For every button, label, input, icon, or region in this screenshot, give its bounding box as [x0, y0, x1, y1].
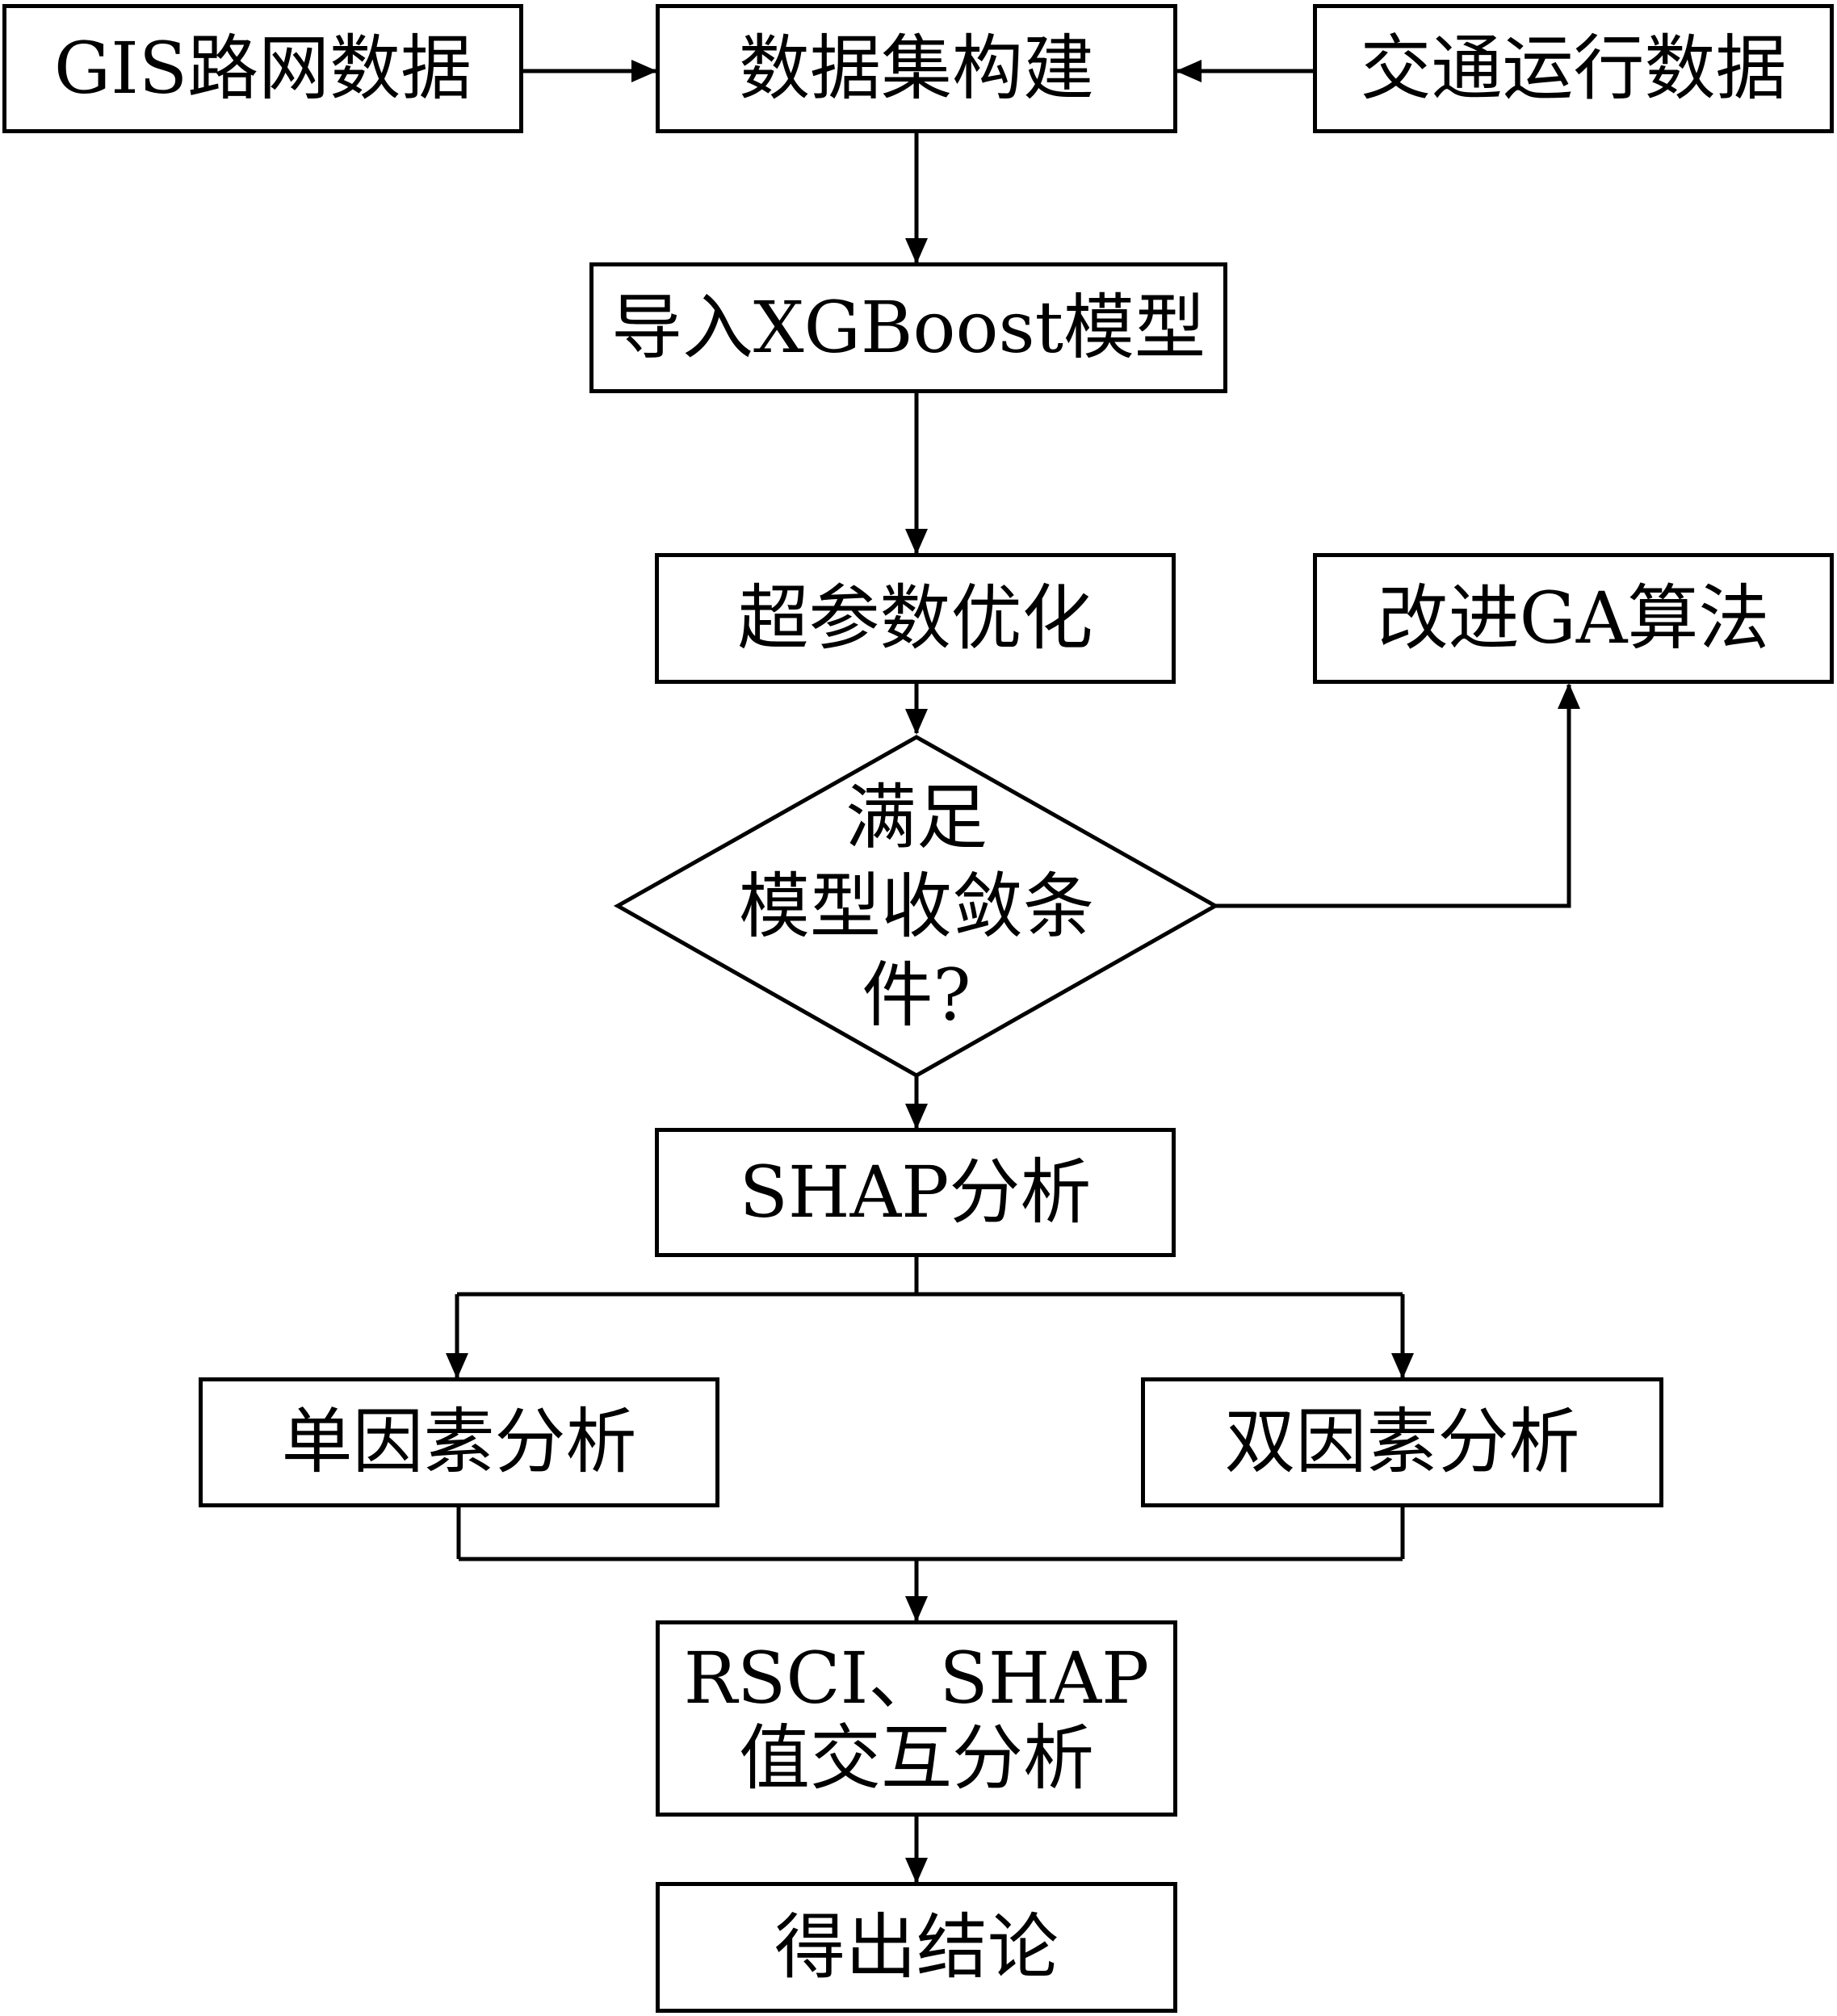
node-double-label: 双因素分析: [1224, 1400, 1580, 1484]
node-dataset-label: 数据集构建: [738, 26, 1094, 110]
node-shap-label: SHAP分析: [739, 1150, 1092, 1234]
node-traffic-operation-data: 交通运行数据: [1313, 4, 1834, 133]
node-double-factor-analysis: 双因素分析: [1141, 1377, 1663, 1507]
node-hyperparameter-optimization: 超参数优化: [655, 553, 1176, 684]
edge-decision-to-ga: [1215, 683, 1580, 908]
decision-label: 满足 模型收敛条 件?: [738, 776, 1094, 1037]
node-single-label: 单因素分析: [281, 1400, 637, 1484]
node-hyper-label: 超参数优化: [737, 576, 1093, 660]
node-shap-analysis: SHAP分析: [655, 1128, 1176, 1257]
decision-diamond: [613, 735, 1220, 1078]
node-ga-label: 改进GA算法: [1377, 576, 1770, 660]
node-gis-road-network-data: GIS路网数据: [2, 4, 523, 133]
node-rsci-label: RSCI、SHAP 值交互分析: [683, 1636, 1150, 1800]
node-single-factor-analysis: 单因素分析: [199, 1377, 719, 1507]
node-traffic-label: 交通运行数据: [1360, 26, 1787, 110]
node-draw-conclusion: 得出结论: [656, 1882, 1177, 2013]
node-import-xgboost-model: 导入XGBoost模型: [589, 262, 1227, 393]
node-rsci-shap-interaction-analysis: RSCI、SHAP 值交互分析: [656, 1620, 1177, 1817]
node-xgboost-label: 导入XGBoost模型: [610, 285, 1206, 369]
node-improved-ga-algorithm: 改进GA算法: [1313, 553, 1834, 684]
node-conclusion-label: 得出结论: [774, 1905, 1059, 1989]
node-gis-label: GIS路网数据: [53, 26, 472, 110]
node-dataset-construction: 数据集构建: [656, 4, 1177, 133]
